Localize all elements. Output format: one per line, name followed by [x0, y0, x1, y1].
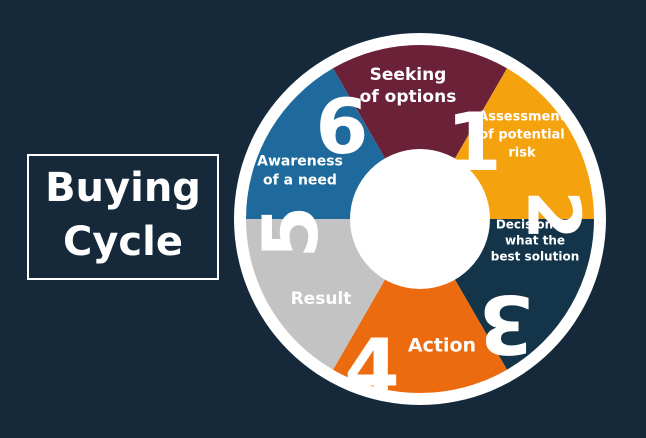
stage-6-label-line: Awareness [257, 154, 343, 170]
stage-2-label-line: Assessment [478, 110, 566, 125]
title-line-1: Buying [45, 165, 201, 211]
stage-4-number: 4 [344, 322, 400, 415]
stage-3-label-line: Decision on [496, 218, 574, 232]
stage-2-label-line: risk [508, 146, 536, 161]
stage-5-label: Result [291, 289, 352, 309]
stage-1-label-line: of options [360, 87, 457, 107]
stage-5-number: 5 [246, 206, 335, 259]
title-line-2: Cycle [63, 219, 183, 265]
stage-2-label-line: of potential [479, 128, 565, 143]
stage-3-number: 3 [478, 277, 534, 370]
cycle-segments [246, 44, 594, 394]
stage-2-number: 2 [511, 190, 595, 240]
stage-3-label: Decision on what the best solution [491, 218, 579, 264]
stage-6-label-line: of a need [263, 173, 337, 189]
stage-4-segment [333, 219, 507, 394]
stage-5-label-line: Result [291, 289, 352, 309]
stage-1-segment [333, 44, 507, 219]
stage-4-label: Action [408, 335, 476, 357]
stage-1-number: 1 [446, 96, 502, 189]
title-box: Buying Cycle [27, 154, 219, 280]
stage-3-label-line: what the [505, 234, 565, 248]
stage-1-label-line: Seeking [370, 65, 447, 85]
stage-6-label: Awareness of a need [257, 154, 343, 189]
center-hub [350, 149, 490, 289]
stage-6-number: 6 [316, 82, 369, 171]
stage-4-label-line: Action [408, 335, 476, 357]
stage-3-label-line: best solution [491, 250, 579, 264]
stage-2-label: Assessment of potential risk [478, 110, 566, 161]
